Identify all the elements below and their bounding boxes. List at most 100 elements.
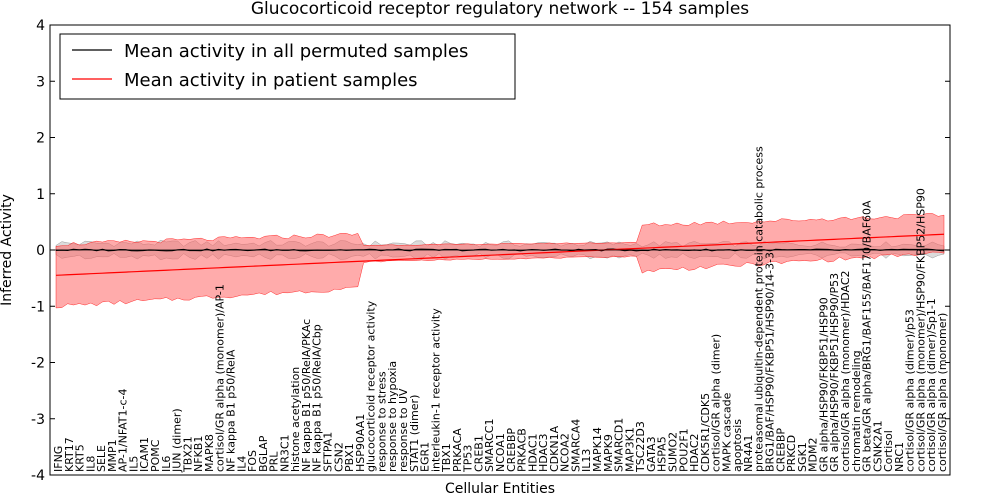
x-tick-label: POU2F1: [677, 428, 690, 472]
x-tick-label: NR3C1: [278, 434, 291, 472]
x-tick-label: cortisol/GR alpha (monomer)/AP-1: [214, 284, 227, 472]
x-tick-label: cortisol/GR alpha (dimer)/Sp1-1: [925, 298, 938, 472]
y-tick-label: -4: [31, 468, 45, 484]
x-tick-label: SFTPA1: [322, 432, 335, 472]
x-tick-label: GATA3: [645, 436, 658, 472]
x-tick-label: NFKB1: [192, 436, 205, 472]
x-tick-label: MAPK8: [203, 434, 216, 472]
legend-label-permuted: Mean activity in all permuted samples: [124, 41, 468, 62]
y-ticks: -4 -3 -2 -1 0 1 2 3 4: [31, 18, 950, 484]
plot-frame: [49, 24, 951, 476]
x-tick-label: GR beta/GR alpha/BRG1/BAF155/BAF170/BAF6…: [861, 200, 874, 472]
x-tick-label: EGR1: [419, 442, 432, 472]
x-tick-label: KRT17: [63, 437, 76, 472]
x-tick-label: TSC22D3: [634, 421, 647, 473]
x-tick-label: MMP1: [106, 439, 119, 472]
y-axis-label: Inferred Activity: [0, 194, 15, 306]
y-tick-label: 3: [36, 74, 45, 90]
x-tick-labels: IFNGKRT17KRT5IL8SELEMMP1AP-1/NFAT1-c-4IL…: [52, 146, 949, 473]
band-layer: [55, 213, 945, 309]
line-patient: [55, 233, 945, 276]
band-patient: [55, 213, 945, 309]
x-tick-label: cortisol/GR alpha (monomer)/HSP90/FKBP52…: [914, 188, 927, 472]
x-tick-label: SMARCC1: [483, 419, 496, 472]
x-tick-label: HDAC3: [537, 433, 550, 472]
x-axis-label: Cellular Entities: [445, 481, 555, 497]
x-tick-label: IL5: [128, 456, 141, 472]
x-tick-label: chromatin remodeling: [850, 350, 863, 472]
x-tick-label: response to hypoxia: [386, 361, 399, 472]
y-tick-label: -3: [31, 412, 45, 428]
x-tick-label: PRKACB: [516, 428, 529, 472]
x-tick-label: IL8: [84, 456, 97, 472]
x-tick-label: NF kappa B1 p50/RelA: [225, 349, 238, 472]
x-tick-label: cortisol/GR alpha (monomer): [936, 313, 949, 472]
x-tick-label: CDKN1A: [548, 425, 561, 472]
x-tick-label: NCOA2: [559, 433, 572, 472]
chart-title: Glucocorticoid receptor regulatory netwo…: [251, 0, 749, 19]
x-tick-label: HSPA5: [656, 436, 669, 472]
x-tick-label: cortisol/GR alpha (dimer): [710, 334, 723, 472]
x-tick-label: SGK1: [796, 442, 809, 472]
x-tick-label: IFNG: [52, 446, 65, 472]
y-tick-label: 4: [36, 18, 45, 34]
x-tick-label: response to stress: [375, 371, 388, 472]
y-tick-label: 2: [36, 131, 45, 147]
x-tick-label: histone acetylation: [289, 367, 302, 472]
x-tick-label: ICAM1: [138, 437, 151, 472]
x-tick-label: JUN (dimer): [171, 408, 184, 473]
y-tick-label: 0: [36, 243, 45, 259]
x-tick-label: NCOA1: [494, 433, 507, 472]
x-tick-label: PBX1: [343, 443, 356, 472]
x-tick-label: glucocorticoid receptor activity: [365, 300, 378, 472]
x-tick-label: MAP3K1: [623, 427, 636, 472]
legend: Mean activity in all permuted samples Me…: [59, 33, 516, 100]
x-tick-label: NR4A1: [742, 435, 755, 472]
x-tick-label: NF kappa B1 p50/RelA/PKAc: [300, 319, 313, 472]
y-tick-label: -1: [31, 299, 45, 315]
x-tick-label: CREBBP: [505, 428, 518, 472]
x-tick-label: AP-1/NFAT1-c-4: [117, 388, 130, 472]
x-tick-label: interleukin-1 receptor activity: [429, 308, 442, 472]
x-tick-label: HDAC2: [688, 433, 701, 472]
x-tick-label: SELE: [95, 445, 108, 472]
line-layer: [50, 233, 950, 276]
x-tick-label: cortisol/GR alpha (monomer)/HDAC2: [839, 270, 852, 472]
x-tick-label: response to UV: [397, 388, 410, 472]
x-tick-label: STAT1 (dimer): [408, 395, 421, 472]
x-tick-label: GR alpha/HSP90/FKBP51/HSP90: [817, 297, 830, 472]
x-tick-label: MAPK14: [591, 427, 604, 472]
y-tick-label: 1: [36, 187, 45, 203]
x-tick-label: HSP90AA1: [354, 414, 367, 472]
x-tick-label: TBX21: [181, 436, 194, 473]
x-tick-label: PRKCD: [785, 435, 798, 472]
x-tick-label: SMARCA4: [570, 419, 583, 472]
x-tick-label: MAPK cascade: [720, 392, 733, 472]
x-tick-label: BRG1/BAF/HSP90/FKBP51/HSP90/14-3-3: [764, 252, 777, 472]
x-tick-label: PRL: [268, 451, 281, 472]
x-tick-label: BGLAP: [257, 435, 270, 472]
x-tick-label: GR alpha/HSP90/FKBP51/HSP90/P53: [828, 273, 841, 472]
y-tick-label: -2: [31, 356, 45, 372]
x-tick-label: proteasomal ubiquitin-dependent protein …: [753, 146, 766, 472]
x-tick-label: POMC: [149, 439, 162, 472]
x-tick-label: KRT5: [74, 444, 87, 472]
x-tick-label: CSN2: [332, 442, 345, 472]
x-tick-label: cortisol/GR alpha (dimer)/p53: [904, 309, 917, 472]
x-tick-label: CDK5R1/CDK5: [699, 393, 712, 472]
legend-label-patient: Mean activity in patient samples: [124, 70, 418, 91]
x-tick-label: SUMO2: [667, 432, 680, 472]
x-tick-label: CREBBP: [774, 428, 787, 472]
x-tick-label: CSNK2A1: [871, 420, 884, 472]
x-tick-label: IL6: [160, 456, 173, 472]
x-tick-label: IL4: [235, 456, 248, 472]
x-tick-label: MAPK9: [602, 434, 615, 472]
x-tick-label: NRC1: [893, 442, 906, 472]
x-tick-label: TP53: [462, 445, 475, 473]
x-tick-label: TBX1: [440, 443, 453, 473]
x-tick-label: MDM2: [807, 438, 820, 472]
x-tick-label: FOS: [246, 450, 259, 472]
x-tick-label: NF kappa B1 p50/RelA/Cbp: [311, 324, 324, 472]
